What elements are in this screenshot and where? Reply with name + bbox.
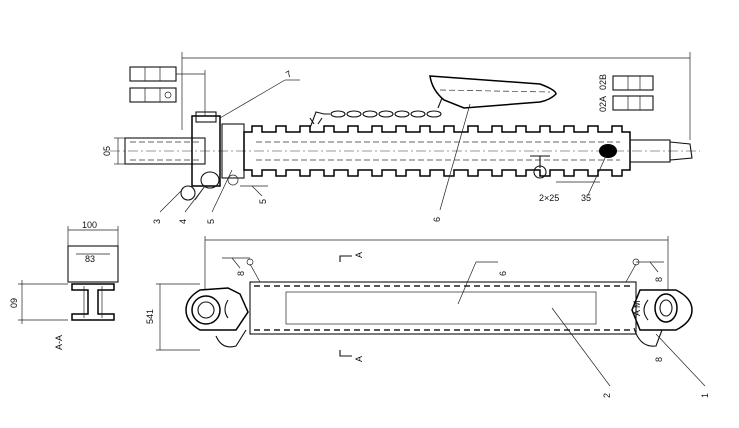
dimension-02b: 02B [598, 74, 608, 90]
plan-view: 541 2 1 6 8 [145, 236, 710, 398]
callout-4: 4 [178, 219, 188, 224]
dimension-100: 100 [82, 220, 97, 230]
dimension-145: 541 [145, 309, 155, 324]
callout-35: 35 [581, 193, 591, 203]
dimension-8-right: 8 [654, 277, 664, 282]
callout-6: 6 [432, 217, 442, 222]
callout-5: 5 [206, 219, 216, 224]
section-a-a-view: 100 83 09 A-A [9, 220, 119, 350]
dimension-83: 83 [85, 254, 95, 264]
section-mark-bottom: A [354, 356, 364, 362]
dimension-6: 6 [498, 271, 508, 276]
callout-2: 2 [602, 393, 612, 398]
callout-3: 3 [152, 219, 162, 224]
callout-1: 1 [700, 393, 710, 398]
marking-am: A M [632, 300, 642, 316]
section-label-a-a: A-A [54, 335, 64, 350]
dimension-50: 05 [102, 146, 112, 156]
dimension-8-left: 8 [236, 271, 246, 276]
callout-7: 7 [284, 69, 293, 80]
dimension-8-right-lower: 8 [654, 357, 664, 362]
dimension-02a: 02A [598, 96, 608, 112]
chain [309, 97, 443, 129]
dimension-2x25: 2×25 [539, 193, 559, 203]
dimension-5: 5 [258, 199, 268, 204]
handle [429, 75, 557, 109]
dimension-60: 09 [9, 298, 19, 308]
side-elevation-view: 05 [102, 52, 700, 224]
section-mark-top: A [354, 252, 364, 258]
